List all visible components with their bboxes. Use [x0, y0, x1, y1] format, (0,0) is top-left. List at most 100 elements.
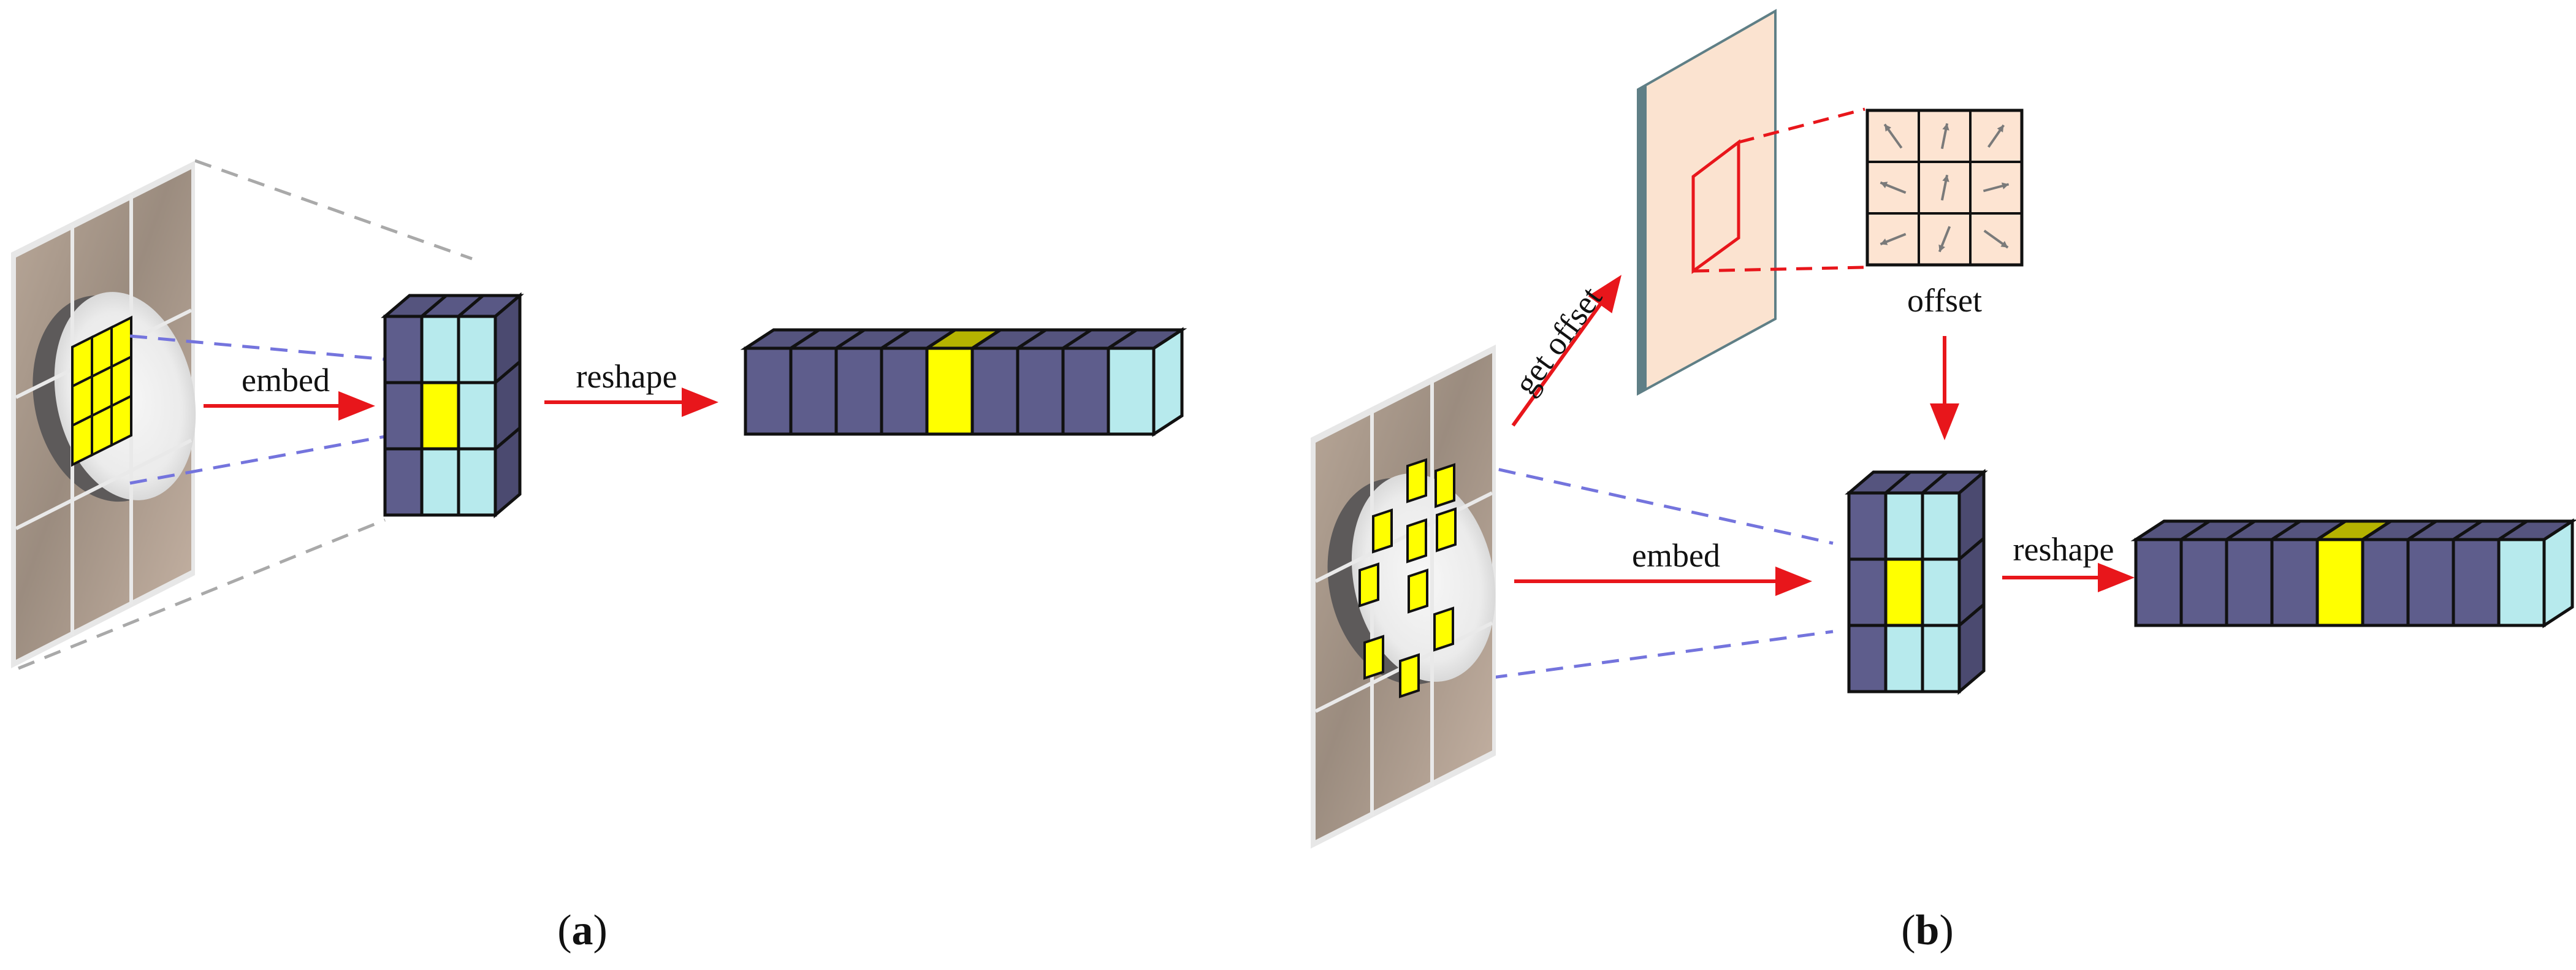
token-cube [2179, 538, 2228, 627]
cube-cell [457, 381, 497, 451]
kernel-grid-a [71, 315, 132, 467]
arrow-down-left-icon [1880, 232, 1907, 246]
embedded-cube-b [1845, 468, 1988, 695]
panel-b: get offset offset embed re [1311, 9, 2576, 849]
caption-b-open: ( [1901, 907, 1915, 954]
token-cube [789, 346, 838, 436]
cube-cell [1921, 557, 1961, 627]
caption-a: (a) [557, 907, 608, 954]
reshaped-row-b [2130, 518, 2576, 628]
cube-cell [1884, 491, 1924, 561]
cube-side-cell [1957, 601, 1986, 695]
arrow-up-icon [1940, 123, 1949, 150]
caption-a-open: ( [557, 907, 571, 954]
token-side [2542, 518, 2574, 628]
arrow-up-icon [1940, 174, 1949, 201]
cube-cell [383, 447, 424, 517]
sample-point [1406, 518, 1427, 563]
offset-arrow-head [1997, 125, 2004, 133]
cube-cell [1847, 491, 1888, 561]
sample-point [1399, 653, 1420, 698]
cube-cell [1884, 557, 1924, 627]
kernel-projection-a [129, 334, 386, 485]
token-cube [2497, 538, 2546, 627]
offset-arrow-head [1884, 124, 1892, 132]
cube-cell [1847, 557, 1888, 627]
sample-point [1435, 463, 1455, 508]
cube-cell [383, 381, 424, 451]
offset-arrow-head [2001, 182, 2009, 189]
sample-point [1406, 458, 1427, 503]
cube-cell [457, 315, 497, 384]
token-cube [744, 346, 793, 436]
token-cube [2134, 538, 2183, 627]
embed-label-a: embed [242, 362, 330, 399]
sample-point [1358, 562, 1379, 608]
reshape-arrow-b: reshape [2002, 531, 2135, 592]
reshape-label-b: reshape [2013, 531, 2114, 568]
embedded-cube-a [381, 292, 524, 519]
token-cube [2315, 538, 2365, 627]
reshape-arrow-a: reshape [544, 358, 718, 417]
cube-cell [457, 447, 497, 517]
offset-arrow-head [1938, 244, 1946, 252]
offset-connectors [1693, 107, 1865, 273]
cube-cell [420, 315, 460, 384]
embed-arrow-a: embed [204, 362, 375, 421]
panel-a: embed reshape [11, 159, 1187, 670]
token-cube [925, 346, 974, 436]
token-cube [2406, 538, 2455, 627]
arrow-up-left-icon [1883, 123, 1903, 149]
offset-label: offset [1907, 282, 1982, 319]
offset-arrow-head [2000, 240, 2008, 248]
arrow-down-right-icon [1983, 229, 2009, 249]
offset-arrow-head [1880, 181, 1888, 189]
token-cube [2361, 538, 2410, 627]
cube-side-cell [493, 424, 522, 519]
offset-cell [1969, 212, 2023, 266]
token-cube [880, 346, 929, 436]
embed-label-b: embed [1632, 537, 1720, 574]
reshape-label-a: reshape [576, 358, 677, 395]
offset-grid [1865, 109, 2024, 267]
deformable-sample-points [1358, 458, 1457, 698]
caption-b-close: ) [1939, 907, 1953, 954]
projection-lines-a [18, 159, 473, 670]
sample-point [1436, 507, 1457, 552]
arrow-left-up-icon [1880, 181, 1907, 194]
embed-arrow-b: embed [1514, 537, 1812, 596]
token-cube [1061, 346, 1110, 436]
offset-arrow-head [1942, 175, 1949, 182]
caption-b-letter: b [1916, 907, 1940, 954]
kernel-cell [91, 403, 113, 457]
offset-arrow-head [1942, 123, 1949, 131]
token-cube [1016, 346, 1065, 436]
cube-cell [420, 381, 460, 451]
get-offset-arrow: get offset [1507, 275, 1622, 427]
cube-cell [1921, 624, 1961, 693]
token-cube [2225, 538, 2274, 627]
token-cube [2452, 538, 2501, 627]
token-cube [2270, 538, 2319, 627]
sample-point [1433, 606, 1454, 652]
caption-a-letter: a [572, 907, 593, 954]
sample-point [1408, 568, 1428, 614]
token-cube [1107, 346, 1156, 436]
arrow-right-up-icon [1983, 182, 2010, 193]
offset-cell-border [1969, 212, 2023, 266]
sample-point [1363, 635, 1384, 680]
offset-arrow-head [1880, 238, 1888, 245]
kernel-cell [110, 394, 132, 448]
arrow-down-icon [1938, 226, 1951, 253]
cube-cell [1847, 624, 1888, 693]
reshaped-row-a [740, 327, 1187, 437]
sample-point [1372, 508, 1393, 554]
cube-cell [1884, 624, 1924, 693]
token-cube [970, 346, 1019, 436]
token-side [1152, 327, 1184, 437]
arrow-up-right-icon [1987, 124, 2005, 148]
get-offset-label: get offset [1507, 280, 1609, 401]
token-cube [834, 346, 883, 436]
